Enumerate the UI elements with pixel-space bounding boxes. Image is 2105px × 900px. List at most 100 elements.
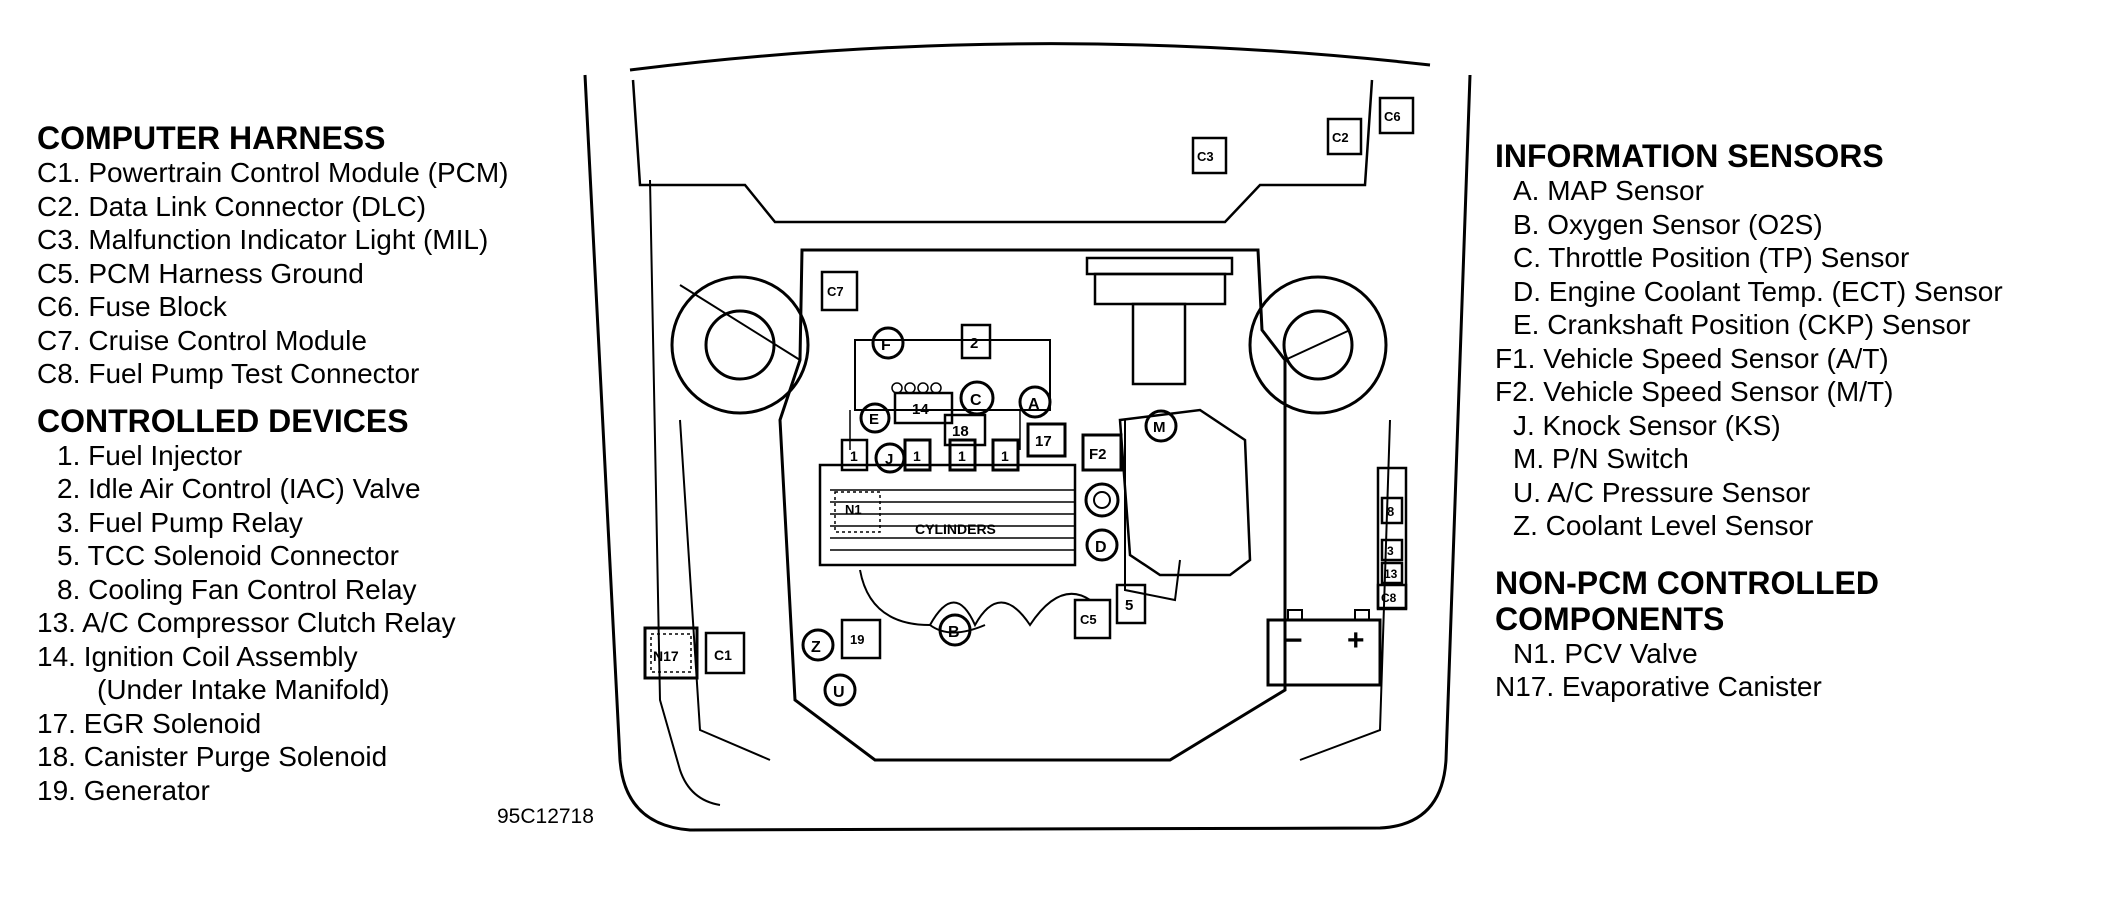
non-pcm-list: N1. PCV Valve N17. Evaporative Canister — [1495, 637, 2003, 704]
intake-manifold — [854, 339, 1051, 411]
r3-box: 3 — [1380, 538, 1404, 562]
transaxle — [1118, 408, 1252, 577]
r18-label: 18 — [952, 423, 969, 440]
list-item: C5. PCM Harness Ground — [37, 257, 364, 289]
information-sensors-heading: INFORMATION SENSORS — [1495, 138, 1884, 174]
bay-right-wall — [1284, 329, 1351, 361]
list-item: 14. Ignition Coil Assembly — [37, 640, 358, 672]
list-item: 3. Fuel Pump Relay — [57, 506, 303, 538]
list-item: U. A/C Pressure Sensor — [1513, 476, 1811, 508]
computer-harness-heading: COMPUTER HARNESS — [37, 120, 386, 156]
list-item: C3. Malfunction Indicator Light (MIL) — [37, 224, 489, 255]
sensor-d: D — [1085, 528, 1119, 562]
computer-harness-list: C1. Powertrain Control Module (PCM) C2. … — [37, 156, 509, 391]
r19-box: 19 — [840, 618, 882, 660]
non-pcm-heading-line2: COMPONENTS — [1495, 600, 1725, 637]
fender-lower — [649, 179, 721, 806]
list-item: C7. Cruise Control Module — [37, 324, 367, 356]
list-item: C1. Powertrain Control Module (PCM) — [37, 157, 509, 188]
air-duct-neck — [1093, 272, 1227, 306]
battery — [1266, 618, 1382, 687]
list-item: F1. Vehicle Speed Sensor (A/T) — [1495, 342, 1889, 374]
relay-column — [1376, 466, 1408, 610]
c6-label: C6 — [1384, 109, 1401, 124]
air-duct-body — [1131, 302, 1187, 386]
sensor-a: A — [1018, 385, 1052, 419]
sensor-j: J — [874, 442, 906, 474]
left-legend: COMPUTER HARNESS C1. Powertrain Control … — [37, 120, 509, 819]
bay-lower-left — [679, 419, 771, 761]
non-pcm-heading: NON-PCM CONTROLLED — [1495, 564, 1879, 601]
battery-minus-label: − — [1285, 624, 1303, 657]
information-sensors-list: A. MAP Sensor B. Oxygen Sensor (O2S) C. … — [1495, 174, 2003, 543]
sensor-f1: F — [871, 326, 905, 360]
b-label: B — [948, 624, 960, 641]
list-item: F2. Vehicle Speed Sensor (M/T) — [1495, 376, 1894, 407]
list-item: C8. Fuel Pump Test Connector — [37, 358, 420, 389]
list-item: 8. Cooling Fan Control Relay — [57, 573, 417, 605]
r14-box: 14 — [893, 391, 954, 425]
list-item: D. Engine Coolant Temp. (ECT) Sensor — [1513, 275, 2003, 307]
sensor-circles: F C A E J M D B Z U — [801, 326, 1178, 707]
c3-box: C3 — [1191, 136, 1228, 175]
battery-terminal-plus — [1354, 609, 1370, 621]
cylinders-label: CYLINDERS — [915, 521, 996, 537]
list-item: B. Oxygen Sensor (O2S) — [1513, 208, 1823, 240]
sensor-c: C — [959, 380, 995, 416]
strut-tower-left-inner — [704, 309, 776, 381]
r17-label: 17 — [1035, 433, 1052, 450]
r8-label: 8 — [1387, 504, 1394, 519]
injector-4: 1 — [991, 438, 1020, 472]
list-item: C2. Data Link Connector (DLC) — [37, 190, 427, 222]
n1-box: N1 — [834, 491, 881, 533]
j-label: J — [885, 451, 893, 468]
d-label: D — [1095, 539, 1107, 556]
sensor-z: Z — [801, 628, 835, 662]
injector-1: 1 — [840, 438, 869, 472]
transaxle-case — [1124, 420, 1181, 602]
cylinder-head — [818, 463, 1077, 567]
list-item: N17. Evaporative Canister — [1495, 671, 1822, 702]
strut-tower-right-inner — [1282, 309, 1354, 381]
cylinder-lines — [830, 489, 1075, 551]
list-item: N1. PCV Valve — [1513, 637, 1698, 669]
exhaust-pipe — [929, 624, 986, 634]
bay-left-wall — [679, 284, 801, 361]
r17-box: 17 — [1026, 422, 1067, 458]
r3-label: 3 — [1387, 544, 1394, 558]
list-item: C. Throttle Position (TP) Sensor — [1513, 242, 1910, 273]
n17-box: N17 — [643, 626, 699, 680]
a-label: A — [1028, 396, 1040, 413]
r14-label: 14 — [912, 401, 929, 418]
r19-label: 19 — [850, 632, 864, 647]
c8-box: C8 — [1376, 583, 1408, 611]
list-item: 18. Canister Purge Solenoid — [37, 741, 388, 772]
air-duct-top — [1085, 256, 1234, 276]
z-label: Z — [811, 639, 821, 656]
r2-box: 2 — [960, 323, 992, 360]
c-label: C — [970, 392, 982, 409]
c5-label: C5 — [1080, 612, 1097, 627]
list-item: (Under Intake Manifold) — [97, 674, 390, 705]
inj3-label: 1 — [958, 448, 966, 464]
battery-terminal-minus — [1287, 609, 1303, 621]
injector-3: 1 — [948, 438, 977, 472]
list-item: M. P/N Switch — [1513, 443, 1689, 474]
f1-label: F — [881, 337, 891, 354]
coil-terminals — [891, 382, 942, 394]
m-label: M — [1153, 419, 1166, 436]
u-label: U — [833, 684, 845, 701]
fender-inner-left — [631, 79, 1374, 224]
wire-harness — [849, 410, 1021, 450]
c8-label: C8 — [1381, 591, 1397, 605]
sensor-m: M — [1144, 409, 1178, 443]
r2-label: 2 — [970, 335, 978, 352]
e-label: E — [869, 411, 879, 428]
list-item: E. Crankshaft Position (CKP) Sensor — [1513, 309, 1971, 340]
sensor-e: E — [859, 402, 891, 434]
list-item: A. MAP Sensor — [1513, 175, 1704, 206]
inj4-label: 1 — [1001, 448, 1009, 464]
sensor-b: B — [938, 613, 972, 647]
c7-box: C7 — [820, 270, 859, 312]
